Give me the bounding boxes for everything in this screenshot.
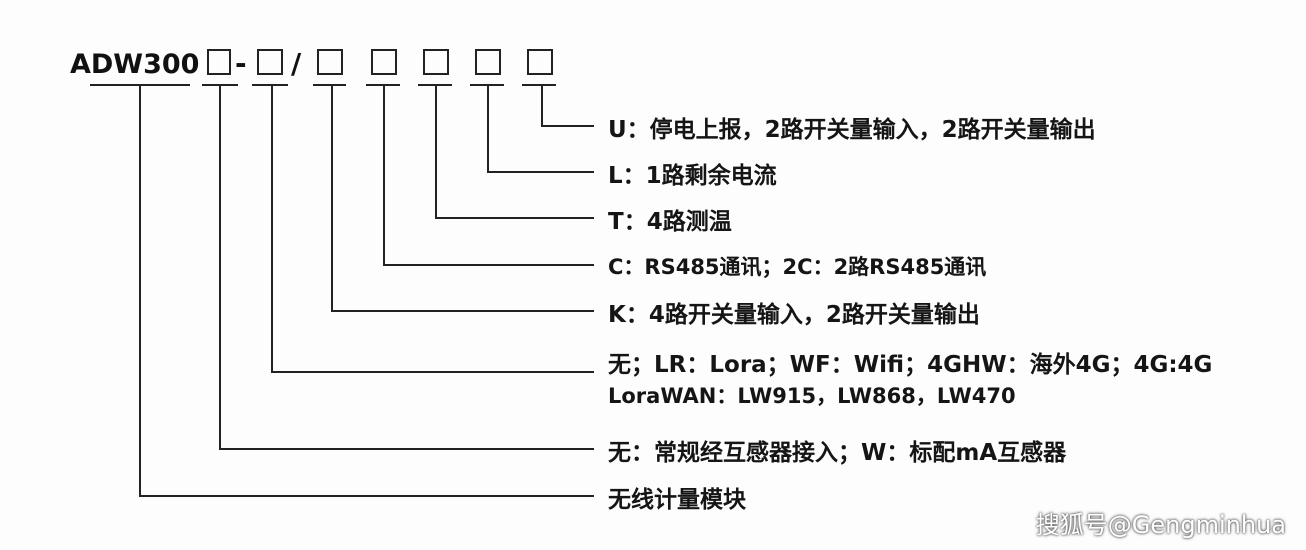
option-T: T：4路测温 (608, 209, 732, 235)
code-box-6 (475, 49, 501, 75)
model-prefix: ADW300 (70, 49, 199, 80)
code-box-2 (257, 49, 283, 75)
connector-L (487, 85, 594, 173)
option-C: C：RS485通讯；2C：2路RS485通讯 (608, 255, 987, 279)
connector-module (139, 85, 594, 497)
connector-U (541, 85, 594, 127)
watermark: 搜狐号@Gengminhua (1035, 511, 1286, 539)
connector-C (383, 85, 594, 266)
code-box-5 (423, 49, 449, 75)
connector-comm (271, 85, 594, 373)
option-comm: 无；LR：Lora；WF：Wifi；4GHW：海外4G；4G:4G (608, 352, 1213, 378)
option-comm-lorawan: LoraWAN：LW915，LW868，LW470 (608, 384, 1016, 408)
option-L: L：1路剩余电流 (608, 163, 777, 189)
dash-separator: - (235, 47, 247, 80)
code-box-7 (527, 49, 553, 75)
option-module: 无线计量模块 (608, 487, 746, 513)
option-ct: 无：常规经互感器接入；W：标配mA互感器 (608, 440, 1067, 466)
code-box-4 (371, 49, 397, 75)
connector-K (331, 85, 594, 312)
code-box-3 (317, 49, 343, 75)
connector-T (435, 85, 594, 219)
option-K: K：4路开关量输入，2路开关量输出 (608, 302, 980, 328)
option-U: U：停电上报，2路开关量输入，2路开关量输出 (608, 117, 1096, 143)
slash-separator: / (291, 47, 302, 80)
connector-ct (219, 85, 594, 450)
code-box-1 (207, 49, 231, 75)
